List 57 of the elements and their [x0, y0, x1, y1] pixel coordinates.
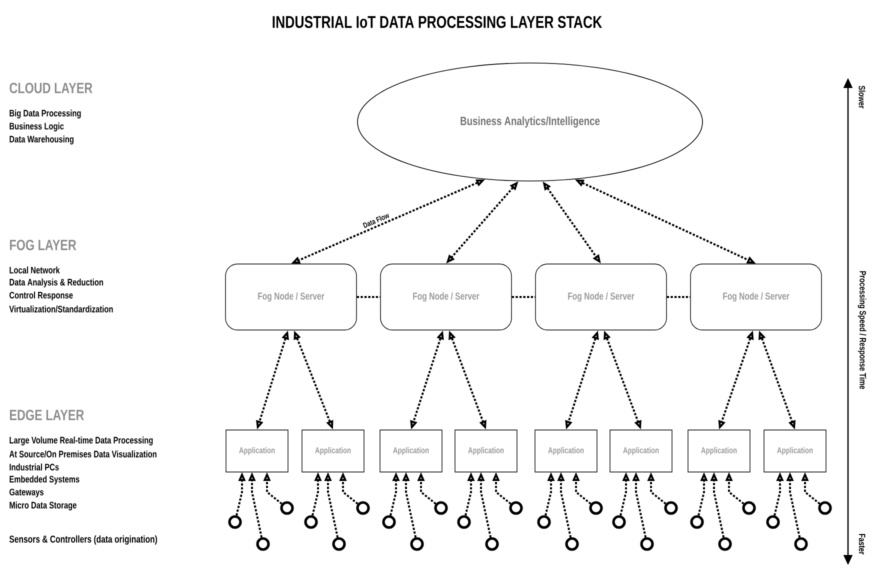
application-box: Application — [226, 430, 288, 472]
layer-feature: Data Warehousing — [10, 136, 74, 144]
axis-label: Processing Speed / Response Time — [858, 271, 866, 389]
sensor-circle — [304, 515, 318, 529]
application-box: Application — [764, 430, 826, 472]
sensor-circle — [664, 501, 678, 515]
sensor-circle — [766, 515, 780, 529]
fog-node-box: Fog Node / Server — [690, 264, 822, 330]
axis-label: Faster — [858, 534, 866, 554]
sensor-circle — [565, 537, 579, 551]
sensor-circle — [280, 501, 294, 515]
sensor-circle — [718, 537, 732, 551]
axis-label: Slower — [858, 86, 866, 108]
title: INDUSTRIAL IoT DATA PROCESSING LAYER STACK — [272, 16, 602, 28]
application-box: Application — [454, 430, 518, 472]
layer-feature: Gateways — [10, 488, 44, 498]
layer-heading: FOG LAYER — [10, 240, 76, 250]
sensor-circle — [332, 537, 346, 551]
layer-feature: Embedded Systems — [10, 476, 80, 484]
sensor-circle — [256, 537, 270, 551]
layer-feature: Big Data Processing — [10, 110, 81, 118]
sensor-circle — [457, 515, 471, 529]
layer-heading: CLOUD LAYER — [10, 82, 92, 94]
application-box: Application — [534, 430, 598, 472]
sensor-circle — [228, 515, 242, 529]
layer-feature: Local Network — [10, 266, 60, 274]
fog-node-box: Fog Node / Server — [380, 264, 512, 330]
layer-feature: Virtualization/Standardization — [9, 305, 113, 313]
layer-heading: EDGE LAYER — [10, 410, 84, 420]
layer-feature: Micro Data Storage — [10, 502, 76, 510]
sensor-circle — [742, 501, 756, 515]
sensor-circle — [410, 537, 424, 551]
fog-node-box: Fog Node / Server — [535, 264, 667, 330]
sensor-circle — [509, 501, 523, 515]
application-box: Application — [688, 430, 750, 472]
application-box: Application — [302, 430, 364, 472]
sensor-circle — [434, 501, 448, 515]
sensor-circle — [485, 537, 499, 551]
sensor-circle — [640, 537, 654, 551]
sensor-caption: Sensors & Controllers (data origination) — [9, 535, 158, 545]
application-box: Application — [610, 430, 672, 472]
application-box: Application — [380, 430, 442, 472]
sensor-circle — [612, 515, 626, 529]
sensor-circle — [382, 515, 396, 529]
layer-feature: At Source/On Premises Data Visualization — [9, 450, 156, 458]
layer-feature: Industrial PCs — [10, 464, 59, 470]
sensor-circle — [537, 515, 551, 529]
sensor-circle — [589, 501, 603, 515]
sensor-circle — [794, 537, 808, 551]
layer-feature: Data Analysis & Reduction — [10, 278, 104, 288]
layer-feature: Large Volume Real-time Data Processing — [10, 436, 153, 446]
layer-feature: Control Response — [10, 292, 73, 300]
sensor-circle — [818, 501, 832, 515]
fog-node-box: Fog Node / Server — [225, 264, 357, 330]
sensor-circle — [356, 501, 370, 515]
layer-feature: Business Logic — [10, 122, 64, 132]
sensor-circle — [690, 515, 704, 529]
